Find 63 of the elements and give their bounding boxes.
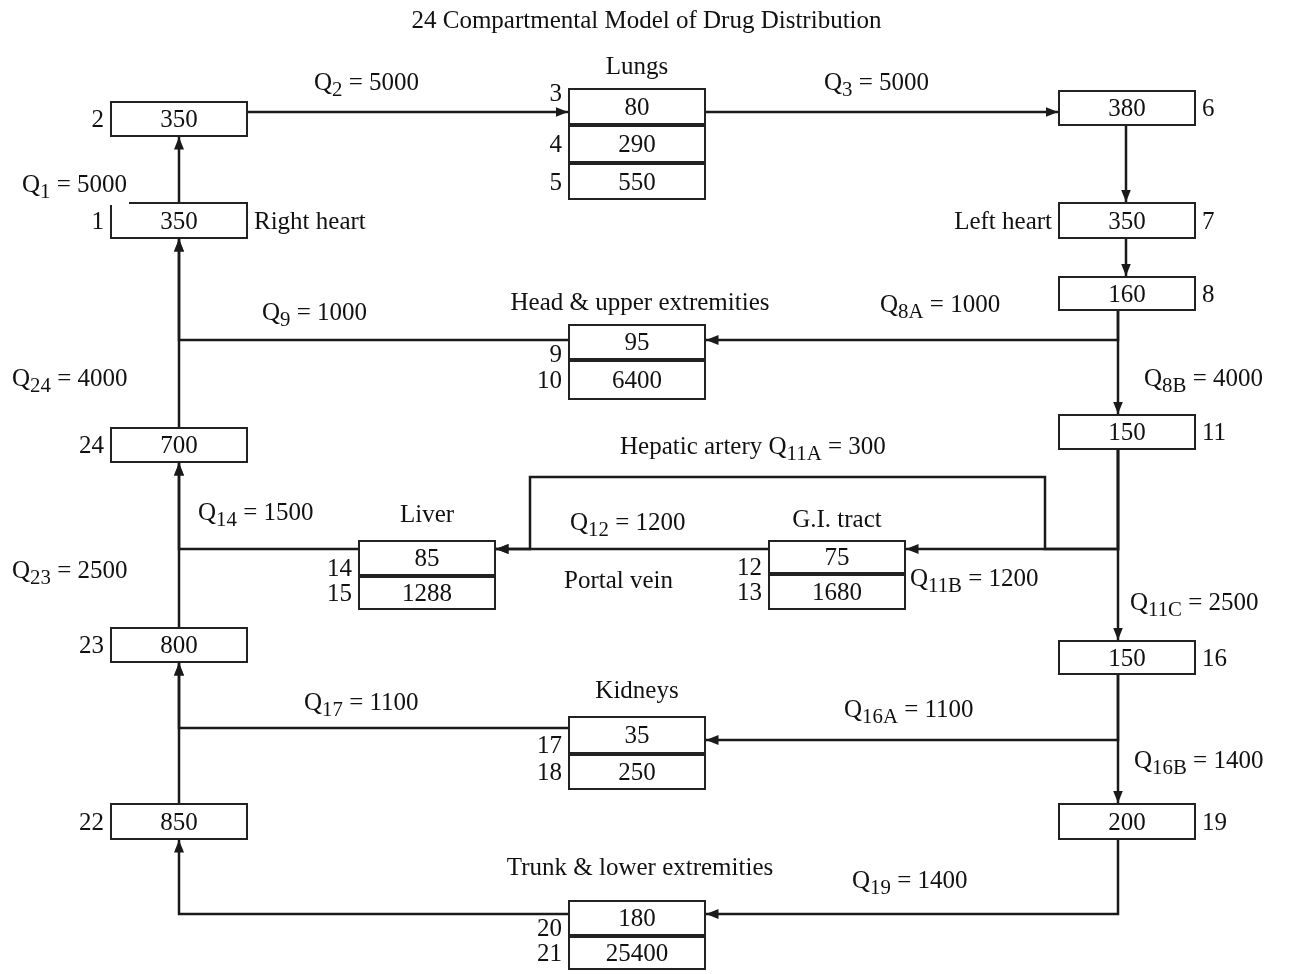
compartment-box: 85 — [358, 540, 496, 576]
organ-heading: G.I. tract — [792, 505, 882, 533]
compartment-box: 80 — [568, 88, 706, 125]
compartment-label: 3 — [549, 77, 562, 108]
compartment-label: Right heart — [254, 205, 366, 236]
compartment-box: 350 — [110, 202, 248, 239]
compartment-box: 160 — [1058, 276, 1196, 311]
compartment-label: 24 — [79, 430, 104, 460]
compartment-box: 180 — [568, 900, 706, 936]
compartment-label: 18 — [537, 757, 562, 787]
organ-heading: Kidneys — [595, 676, 679, 704]
compartment-label: 6 — [1202, 93, 1215, 123]
arrow — [174, 840, 568, 916]
compartment-box: 200 — [1058, 803, 1196, 840]
arrow — [174, 239, 184, 427]
compartment-box: 95 — [568, 324, 706, 360]
compartment-label: 8 — [1202, 278, 1215, 309]
compartment-box: 35 — [568, 716, 706, 754]
compartment-label: 23 — [79, 630, 104, 660]
arrow — [1113, 450, 1123, 640]
organ-heading: Trunk & lower extremities — [506, 853, 774, 881]
compartment-label: 22 — [79, 806, 104, 837]
arrow — [706, 840, 1120, 919]
title: 24 Compartmental Model of Drug Distribution — [410, 6, 883, 34]
compartment-label: 11 — [1202, 417, 1227, 447]
compartment-box: 150 — [1058, 640, 1196, 675]
compartment-label: 16 — [1202, 642, 1227, 673]
compartment-box: 550 — [568, 163, 706, 200]
arrow — [1121, 126, 1131, 202]
arrow — [1121, 239, 1131, 276]
compartment-label: 7 — [1202, 205, 1215, 236]
compartment-label: 17 — [537, 730, 562, 760]
compartment-box: 75 — [768, 540, 906, 574]
organ-heading: Liver — [399, 500, 455, 528]
compartment-box: 1288 — [358, 576, 496, 610]
arrow — [706, 107, 1058, 117]
compartment-box: 700 — [110, 427, 248, 463]
compartment-box: 150 — [1058, 414, 1196, 450]
arrow — [1113, 311, 1123, 414]
compartment-label: Left heart — [954, 205, 1052, 236]
arrow — [1113, 675, 1123, 803]
compartment-box: 25400 — [568, 936, 706, 970]
compartment-box: 350 — [1058, 202, 1196, 239]
compartment-box: 800 — [110, 627, 248, 663]
compartment-label: 5 — [549, 166, 562, 197]
arrow — [174, 463, 184, 627]
compartment-label: 2 — [91, 104, 104, 134]
compartment-box: 250 — [568, 754, 706, 790]
arrow — [174, 137, 184, 202]
compartment-box: 380 — [1058, 90, 1196, 126]
compartment-box: 1680 — [768, 574, 906, 610]
compartment-box: 850 — [110, 803, 248, 840]
compartment-box: 350 — [110, 101, 248, 137]
compartment-label: 19 — [1202, 806, 1227, 837]
arrow — [248, 107, 568, 117]
arrow — [174, 663, 184, 803]
organ-heading: Head & upper extremities — [510, 288, 770, 316]
compartment-label: 4 — [549, 129, 562, 159]
compartment-box: 6400 — [568, 360, 706, 400]
compartment-label: 1 — [91, 205, 104, 236]
arrow — [496, 544, 768, 554]
organ-heading: Lungs — [605, 52, 669, 80]
compartment-box: 290 — [568, 125, 706, 163]
